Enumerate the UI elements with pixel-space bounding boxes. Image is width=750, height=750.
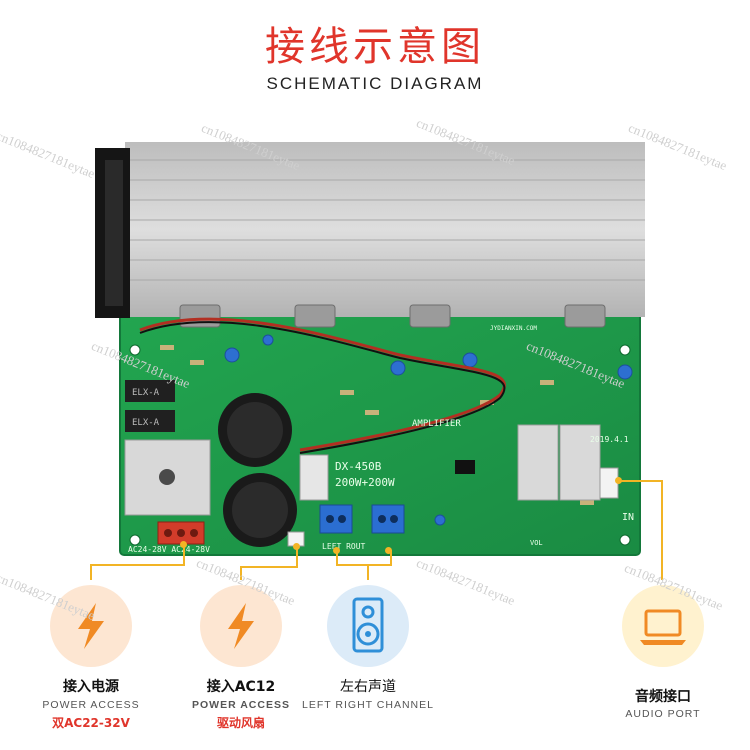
audio-port-label-cn: 音频接口	[635, 689, 691, 705]
channel-circle	[327, 585, 409, 667]
page-subtitle: SCHEMATIC DIAGRAM	[266, 74, 484, 93]
rectifier-block-1	[125, 380, 175, 402]
lightning-icon	[228, 603, 254, 649]
rectifier-block-2	[125, 410, 175, 432]
connector-line-fan	[296, 546, 298, 566]
page-title: 接线示意图	[265, 24, 485, 70]
channel-label-cn: 左右声道	[340, 679, 396, 695]
connector-dot-left	[333, 547, 340, 554]
right-speaker-terminal	[371, 504, 405, 534]
power-access-label-en: POWER ACCESS	[42, 699, 140, 711]
power-access-sub: 双AC22-32V	[52, 716, 130, 730]
laptop-icon	[640, 609, 686, 645]
small-capacitors	[224, 334, 633, 526]
connector-line-fan-v2	[240, 566, 242, 580]
fan-access-circle	[200, 585, 282, 667]
heatsink-fins	[125, 159, 645, 281]
lightning-icon	[78, 603, 104, 649]
mounting-holes	[129, 344, 631, 546]
silk-date: 2019.4.1	[590, 435, 629, 444]
connector-line-fan-h	[240, 566, 298, 568]
connector-dot-power	[180, 541, 187, 548]
silk-rect-1: ELX-A	[132, 388, 160, 398]
connector-line-lr	[336, 550, 392, 566]
audio-port-circle	[622, 585, 704, 667]
connector-dot-audio	[615, 477, 622, 484]
silk-rect-2: ELX-A	[132, 418, 160, 428]
power-access-label-cn: 接入电源	[63, 679, 119, 695]
connector-dot-fan	[293, 543, 300, 550]
transistor-clamps	[179, 304, 606, 328]
relay-2	[559, 424, 601, 501]
relay-1	[517, 424, 559, 501]
speaker-icon	[352, 597, 384, 653]
silk-in: IN	[622, 512, 634, 523]
heatsink	[125, 142, 645, 317]
connector-line-lr-v	[367, 564, 369, 580]
silk-url: JYDIANXIN.COM	[490, 325, 537, 332]
connector-line-power-v2	[90, 564, 92, 580]
left-speaker-terminal	[319, 504, 353, 534]
connector-line-power	[183, 544, 185, 564]
power-access-circle	[50, 585, 132, 667]
silk-ac: AC24-28V AC24-28V	[128, 545, 210, 554]
connector-line-audio	[618, 480, 663, 482]
fan-access-sub: 驱动风扇	[216, 716, 265, 730]
silk-amplifier: AMPLIFIER	[412, 419, 461, 429]
silk-vol: VOL	[530, 539, 543, 547]
connector-dot-right	[385, 547, 392, 554]
audio-port-label-en: AUDIO PORT	[625, 708, 701, 720]
silk-lr: LEFT ROUT	[322, 542, 366, 551]
ic-chip	[455, 460, 475, 474]
silk-power: 200W+200W	[335, 476, 395, 489]
silk-model: DX-450B	[335, 460, 382, 473]
fan-access-label-cn: 接入AC12	[206, 679, 276, 695]
regulator-heatsink	[299, 454, 329, 501]
connector-line-power-h	[90, 564, 185, 566]
connector-line-audio-v	[661, 480, 663, 580]
fan-access-label-en: POWER ACCESS	[192, 699, 290, 711]
channel-label-en: LEFT RIGHT CHANNEL	[302, 699, 434, 711]
